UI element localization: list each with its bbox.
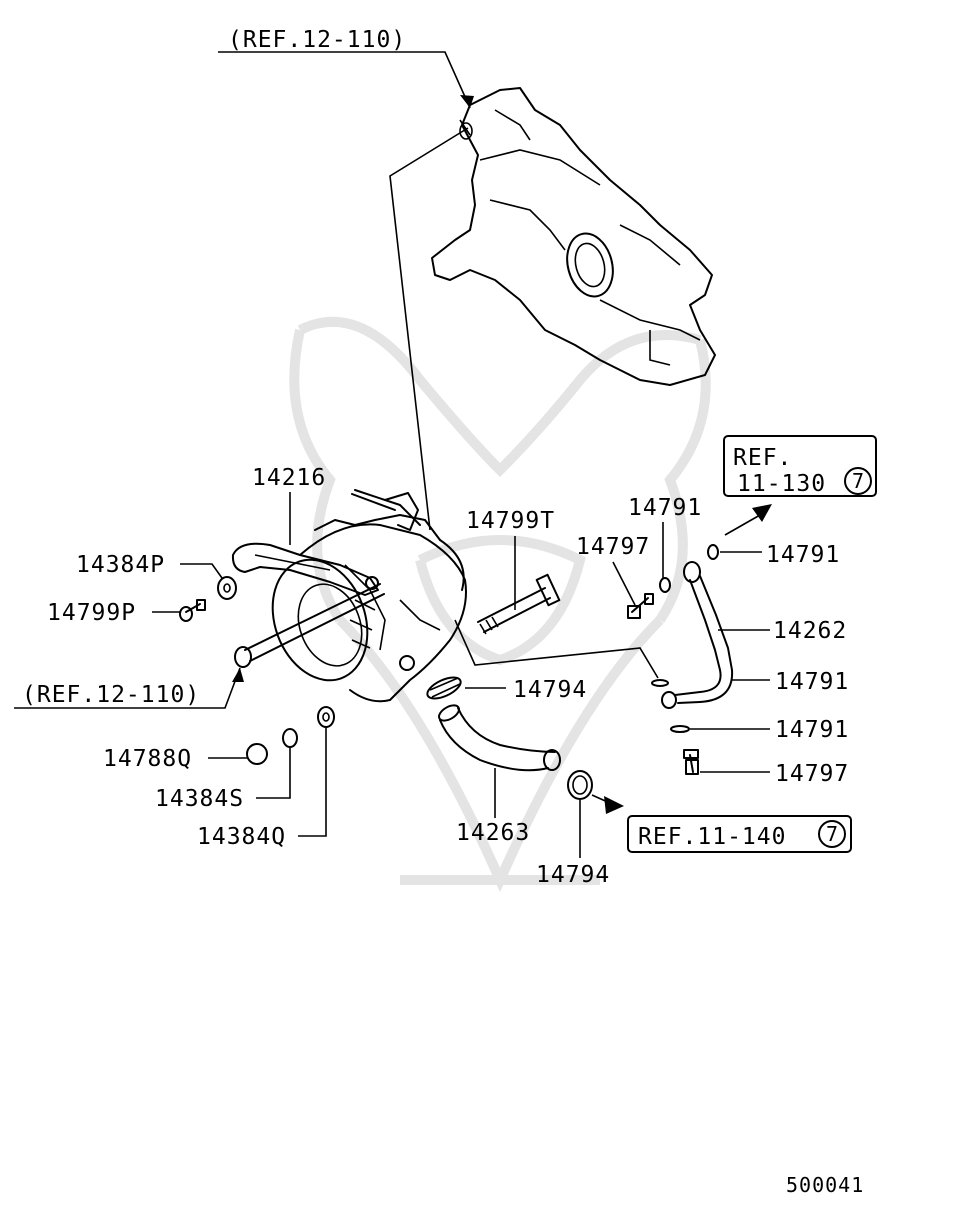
ref-circle-140-number: 7 (826, 822, 839, 846)
ref-box-11-140 (627, 815, 852, 853)
label-14384S[interactable]: 14384S (155, 786, 244, 812)
eye-bolt-14797-lower (683, 749, 699, 775)
label-14263[interactable]: 14263 (456, 820, 530, 846)
ref-circle-130 (844, 467, 872, 495)
pipe-14262 (661, 561, 734, 709)
watermark-emblem (289, 316, 711, 893)
hose-14263 (438, 704, 561, 772)
washer-14384Q (317, 706, 335, 728)
alternator (271, 489, 467, 703)
washer-14791-d (670, 725, 690, 733)
ref-11-130-line2[interactable]: 11-130 (737, 471, 826, 497)
label-14791-c[interactable]: 14791 (775, 669, 849, 695)
label-ref-top[interactable]: (REF.12-110) (228, 27, 406, 53)
nut-14788Q (246, 743, 268, 765)
washer-14384P (217, 576, 237, 600)
ref-box-11-130 (723, 435, 877, 497)
ref-11-140[interactable]: REF.11-140 (638, 824, 786, 850)
clamp-14794-lower (567, 770, 593, 800)
front-case (431, 87, 716, 386)
alternator-bolt (234, 583, 385, 668)
ref-circle-140 (818, 820, 846, 848)
leader-lines (14, 51, 772, 858)
label-14384P[interactable]: 14384P (76, 552, 165, 578)
eye-bolt-14797-upper (627, 593, 654, 619)
ref-11-130-line1[interactable]: REF. (733, 445, 792, 471)
diagram-number: 500041 (786, 1173, 864, 1197)
ref-circle-130-number: 7 (852, 469, 865, 493)
label-14797-upper[interactable]: 14797 (576, 534, 650, 560)
washer-14384S (282, 728, 298, 748)
label-ref-left[interactable]: (REF.12-110) (22, 682, 200, 708)
bolt-14799T (477, 573, 561, 635)
washer-14791-c (651, 679, 669, 687)
label-14791-b[interactable]: 14791 (766, 542, 840, 568)
washer-14791-a (659, 577, 671, 593)
label-14794-upper[interactable]: 14794 (513, 677, 587, 703)
label-14794-lower[interactable]: 14794 (536, 862, 610, 888)
label-14788Q[interactable]: 14788Q (103, 746, 192, 772)
label-14799P[interactable]: 14799P (47, 600, 136, 626)
label-14791-d[interactable]: 14791 (775, 717, 849, 743)
label-14262[interactable]: 14262 (773, 618, 847, 644)
adjusting-bracket (231, 542, 379, 596)
washer-14791-b (707, 544, 719, 560)
label-14797-lower[interactable]: 14797 (775, 761, 849, 787)
bolt-14799P (179, 599, 206, 622)
label-14216[interactable]: 14216 (252, 465, 326, 491)
label-14384Q[interactable]: 14384Q (197, 824, 286, 850)
clamp-14794-upper (426, 676, 462, 700)
label-14791-a[interactable]: 14791 (628, 495, 702, 521)
label-14799T[interactable]: 14799T (466, 508, 555, 534)
